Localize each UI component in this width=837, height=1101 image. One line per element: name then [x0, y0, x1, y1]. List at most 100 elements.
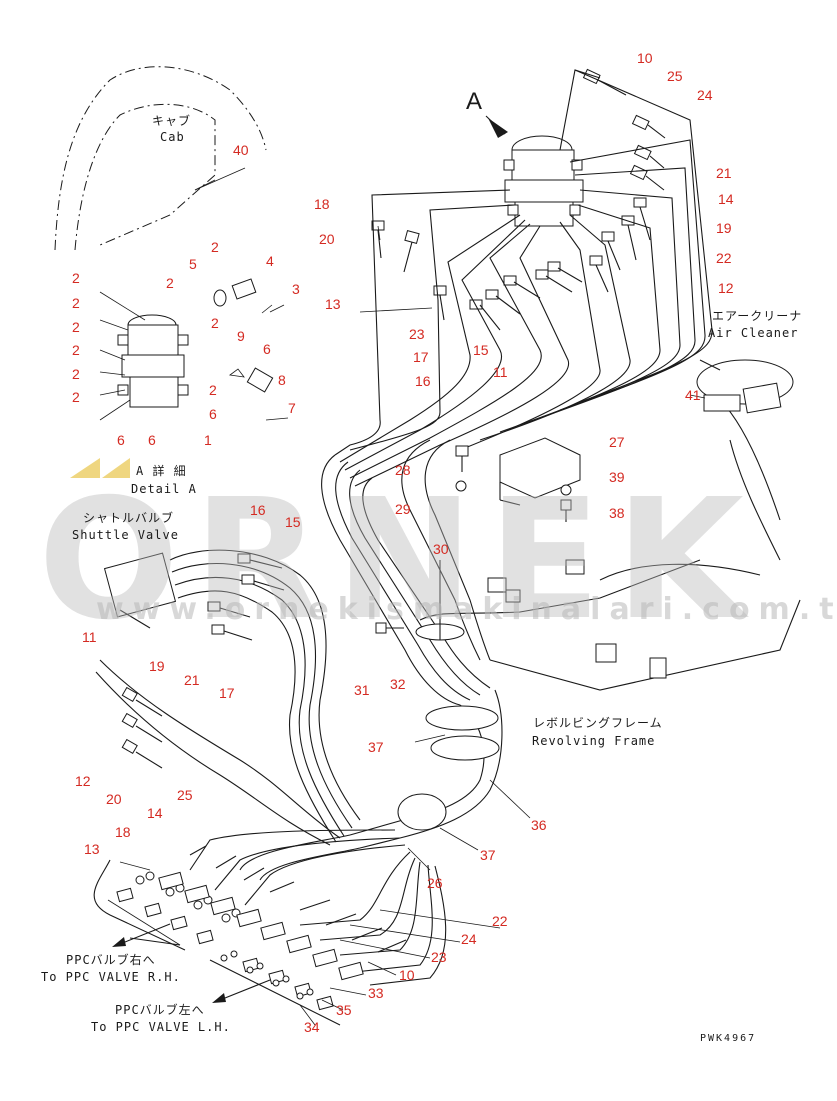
pilot-hoses	[334, 69, 713, 487]
watermark-brand: ORNEK	[38, 464, 758, 657]
detail-a-label-jp: A 詳 細	[136, 464, 187, 478]
ppc-lh-label-jp: PPCバルブ左へ	[115, 1003, 205, 1017]
part-callout: 11	[82, 629, 97, 645]
part-callout: 21	[184, 672, 200, 688]
detail-a-valve-block	[117, 278, 289, 421]
shuttle-valve-label-en: Shuttle Valve	[72, 528, 179, 542]
shuttle-valve-label-jp: シャトルバルブ	[83, 511, 175, 525]
part-callout: 27	[609, 434, 625, 450]
air-cleaner	[696, 359, 794, 414]
part-callout: 2	[72, 295, 80, 311]
part-callout: 29	[395, 501, 411, 517]
part-callout: 2	[211, 239, 219, 255]
part-callout: 24	[697, 87, 713, 103]
part-callout: 24	[461, 931, 477, 947]
part-callout: 40	[233, 142, 249, 158]
part-callout: 6	[263, 341, 271, 357]
ppc-fittings	[116, 845, 407, 1011]
part-callout: 33	[368, 985, 384, 1001]
part-callout: 17	[219, 685, 235, 701]
part-callout: 20	[106, 791, 122, 807]
part-callout: 14	[147, 805, 163, 821]
part-callout: 9	[237, 328, 245, 344]
part-callout: 7	[288, 400, 296, 416]
part-callout: 25	[667, 68, 683, 84]
part-callout: 31	[354, 682, 370, 698]
part-callout: 10	[399, 967, 415, 983]
part-callout: 36	[531, 817, 547, 833]
part-callout: 38	[609, 505, 625, 521]
part-callout: 19	[716, 220, 732, 236]
part-callout: 41	[685, 387, 701, 403]
part-callout: 13	[84, 841, 100, 857]
part-callout: 12	[75, 773, 91, 789]
part-callout: 6	[117, 432, 125, 448]
drawing-code: PWK4967	[700, 1033, 757, 1044]
part-callout: 13	[325, 296, 341, 312]
ppc-hoses	[93, 829, 447, 1026]
leader-lines	[99, 167, 706, 1026]
part-callout: 17	[413, 349, 429, 365]
part-callout: 21	[716, 165, 732, 181]
valve-bolts	[371, 68, 666, 331]
part-callout: 2	[211, 315, 219, 331]
part-callout: 18	[115, 824, 131, 840]
part-callout: 4	[266, 253, 274, 269]
part-callout: 16	[250, 502, 266, 518]
part-callout: 2	[72, 366, 80, 382]
part-callout: 5	[189, 256, 197, 272]
part-callout: 18	[314, 196, 330, 212]
watermark-url: www.ornekismakinalari.com.tr	[96, 592, 837, 627]
part-callout: 22	[492, 913, 508, 929]
part-callout: 37	[480, 847, 496, 863]
cab-outline	[54, 66, 267, 251]
part-callout: 23	[409, 326, 425, 342]
part-callout: 3	[292, 281, 300, 297]
part-callout: 35	[336, 1002, 352, 1018]
part-callout: 1	[204, 432, 212, 448]
part-callout: 20	[319, 231, 335, 247]
view-a-marker: A	[466, 88, 483, 115]
part-callout: 25	[177, 787, 193, 803]
part-callout: 11	[493, 364, 508, 380]
part-callout: 23	[431, 949, 447, 965]
part-callout: 32	[390, 676, 406, 692]
cab-label-jp: キャブ	[152, 114, 192, 128]
part-callout: 10	[637, 50, 653, 66]
part-callout: 34	[304, 1019, 320, 1035]
part-callout: 14	[718, 191, 734, 207]
main-valve-block	[485, 115, 584, 227]
part-callout: 8	[278, 372, 286, 388]
part-callout: 12	[718, 280, 734, 296]
part-callout: 2	[209, 382, 217, 398]
cab-label-en: Cab	[160, 130, 185, 144]
ppc-rh-label-en: To PPC VALVE R.H.	[41, 970, 181, 984]
accent-triangles	[70, 458, 130, 478]
bracket-and-frame	[375, 399, 801, 691]
part-callout: 15	[285, 514, 301, 530]
part-callout: 19	[149, 658, 165, 674]
part-callout: 37	[368, 739, 384, 755]
part-callout: 6	[148, 432, 156, 448]
revolving-frame-label-en: Revolving Frame	[532, 734, 656, 748]
part-callout: 39	[609, 469, 625, 485]
part-callout: 6	[209, 406, 217, 422]
shuttle-valve-assembly	[95, 549, 361, 846]
part-callout: 22	[716, 250, 732, 266]
ppc-rh-label-jp: PPCバルブ右へ	[66, 953, 156, 967]
part-callout: 2	[72, 270, 80, 286]
detail-a-label-en: Detail A	[131, 482, 197, 496]
part-callout: 2	[166, 275, 174, 291]
part-callout: 2	[72, 319, 80, 335]
part-callout: 2	[72, 342, 80, 358]
direction-arrows	[112, 118, 508, 1003]
ppc-lh-label-en: To PPC VALVE L.H.	[91, 1020, 231, 1034]
part-callout: 16	[415, 373, 431, 389]
part-callout: 2	[72, 389, 80, 405]
part-callout: 28	[395, 462, 411, 478]
part-callout: 30	[433, 541, 449, 557]
air-cleaner-label-en: Air Cleaner	[708, 326, 799, 340]
part-callout: 26	[427, 875, 443, 891]
part-callout: 15	[473, 342, 489, 358]
